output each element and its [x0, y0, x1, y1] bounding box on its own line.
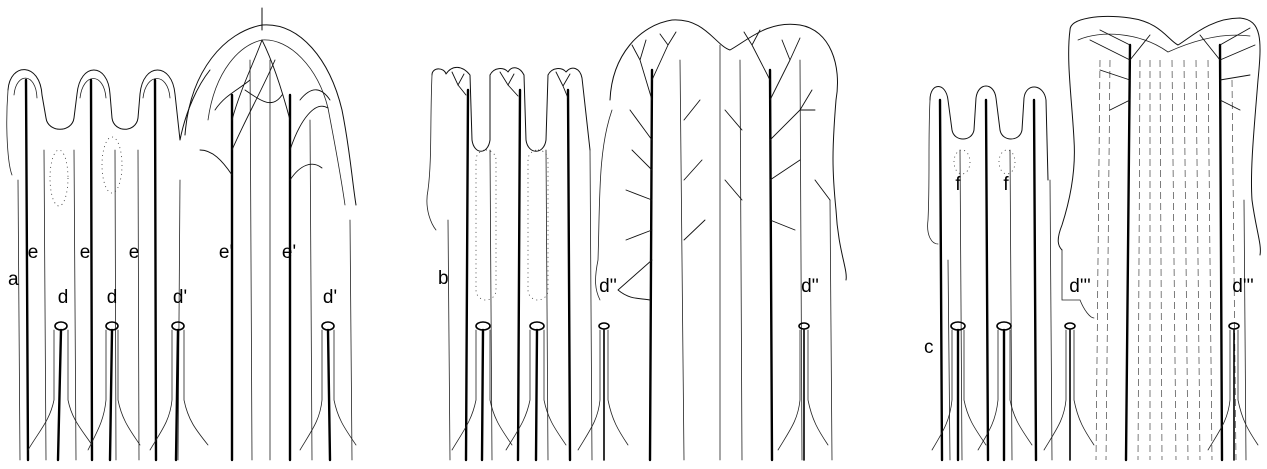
panel-b-vessel-4	[650, 70, 652, 460]
panel-b-thin-vessels	[490, 60, 832, 460]
panel-b-annotation-0: d''	[599, 276, 617, 297]
panel-c-vessel-3	[1034, 100, 1036, 460]
panel-a-annotation-5: d	[58, 287, 69, 308]
panel-c-fibres	[1096, 60, 1236, 460]
panel-b-label: b	[438, 268, 449, 289]
panel-c-edge	[928, 100, 950, 460]
panel-c-annotation-1: f	[1003, 174, 1009, 195]
panel-b-large-villus-outline	[610, 20, 846, 280]
panel-a-annotation-3: e'	[219, 242, 233, 263]
panel-b-vessel-1	[466, 90, 468, 460]
panel-c-vessel-4	[1126, 45, 1130, 460]
panel-b-stipple-1	[476, 150, 496, 300]
panel-c-annotation-0: f	[955, 174, 961, 195]
panel-b-annotation-1: d''	[801, 276, 819, 297]
panel-c-trumpets	[932, 322, 1258, 460]
panel-b-vessel-3	[568, 90, 570, 460]
panel-b-stipple-2	[528, 150, 548, 300]
panel-a-vessel-e2	[91, 80, 92, 460]
panel-c-small-villi-outline	[930, 86, 1048, 180]
panel-a-vessel-e1	[26, 80, 28, 460]
panel-b: b	[427, 20, 846, 460]
panel-c-annotation-2: d'''	[1069, 276, 1090, 297]
panel-a-small-villi-outline	[8, 70, 210, 140]
panel-c-vessel-5	[1220, 45, 1222, 460]
panel-c-vessel-2	[986, 100, 988, 460]
panel-a-annotation-8: d'	[323, 287, 337, 308]
panel-c-vessel-1	[940, 100, 942, 460]
panel-a-annotation-0: e	[28, 242, 39, 263]
panel-b-vessel-2	[518, 90, 520, 460]
panel-a-annotation-4: e'	[282, 242, 296, 263]
panel-a-stipple-2	[102, 137, 122, 193]
panel-c-label: c	[924, 337, 934, 358]
panel-a-trumpets	[28, 322, 356, 460]
panel-a: a	[7, 8, 356, 460]
panel-a-vessel-e3	[155, 80, 156, 460]
panel-c: c	[924, 17, 1260, 461]
panel-b-vessel-5	[770, 70, 772, 460]
panel-a-label: a	[8, 269, 19, 290]
panel-a-annotation-2: e	[129, 242, 140, 263]
panel-a-stipple-1	[50, 150, 68, 206]
panel-c-large-villus-outline	[1058, 17, 1260, 256]
panel-a-annotation-1: e	[80, 242, 91, 263]
panel-c-annotation-3: d'''	[1232, 276, 1253, 297]
panel-a-annotation-7: d'	[173, 287, 187, 308]
panel-c-stipple-2	[999, 150, 1015, 174]
panel-a-annotation-6: d	[107, 287, 118, 308]
panel-c-stipple-1	[954, 150, 970, 174]
panel-b-large-villus-inner	[596, 45, 720, 460]
